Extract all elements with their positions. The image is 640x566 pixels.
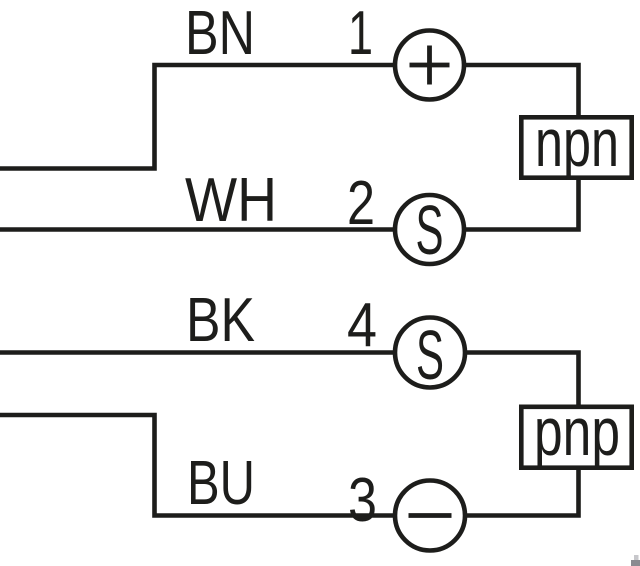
wire-label-bu: BU — [187, 449, 255, 518]
wire-bu-path — [0, 412, 396, 518]
pnp-box — [518, 404, 634, 470]
wire-bu-to-pnp-path — [465, 469, 581, 518]
terminal-circle-s-top — [392, 192, 467, 267]
pin-number-2: 2 — [347, 169, 375, 238]
npn-box — [518, 115, 634, 181]
wire-label-bk: BK — [186, 286, 255, 355]
pin-number-1: 1 — [348, 0, 373, 68]
wire-wh-to-npn-path — [464, 179, 581, 232]
pnp-label: pnp — [534, 394, 620, 470]
wire-bk-to-pnp-path — [465, 350, 581, 405]
terminal-s-bottom-label: S — [416, 316, 444, 394]
terminal-s-top-label: S — [416, 191, 444, 269]
terminal-circle-s-bottom — [392, 315, 468, 390]
corner-artifact — [631, 555, 640, 566]
pin-number-3: 3 — [348, 466, 377, 535]
pin-number-4: 4 — [347, 291, 377, 360]
wire-label-wh: WH — [185, 166, 277, 235]
wire-bn-path — [0, 62, 395, 171]
wire-label-bn: BN — [185, 0, 255, 68]
plus-icon — [409, 45, 450, 85]
wire-bn-to-npn-path — [464, 62, 581, 116]
npn-label: npn — [535, 105, 619, 181]
